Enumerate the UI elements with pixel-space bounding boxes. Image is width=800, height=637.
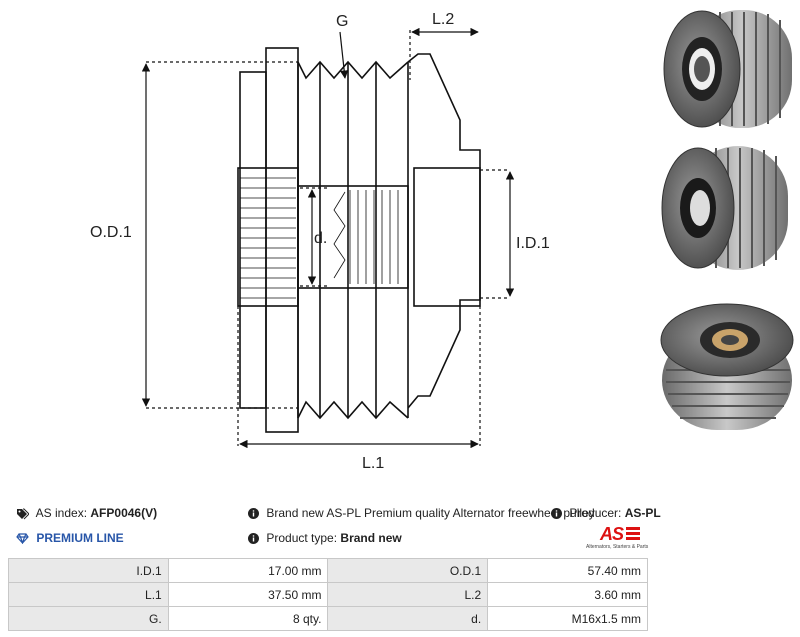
label-g: G: [336, 13, 348, 30]
producer-row: Producer: AS-PL: [551, 506, 661, 520]
spec-label: d.: [327, 606, 489, 631]
product-type-label: Product type:: [266, 531, 338, 545]
product-photo-angle: [661, 146, 788, 270]
description-text: Brand new AS-PL Premium quality Alternat…: [266, 506, 595, 520]
table-row: I.D.1 17.00 mm O.D.1 57.40 mm: [8, 558, 648, 583]
logo-mark: AS: [600, 524, 624, 544]
product-photo-back: [660, 303, 794, 430]
description-row: Brand new AS-PL Premium quality Alternat…: [248, 506, 595, 520]
info-icon: [551, 508, 562, 520]
drawing-back-flange: [239, 71, 267, 409]
premium-line-row: PREMIUM LINE: [16, 531, 124, 545]
label-od1: O.D.1: [90, 224, 132, 241]
diamond-icon: [16, 533, 29, 545]
product-type-value: Brand new: [340, 531, 402, 545]
technical-drawing: G L.2 O.D.1 d. I.D.1 L.1: [90, 11, 550, 472]
spec-value: 37.50 mm: [167, 582, 329, 607]
premium-line-label: PREMIUM LINE: [36, 531, 124, 545]
spec-value: 3.60 mm: [487, 582, 648, 607]
as-index-row: AS index: AFP0046(V): [16, 506, 157, 520]
drawing-thread-bore: [297, 185, 409, 289]
drawing-grooves-top: [297, 60, 409, 80]
product-photo-front: [663, 10, 792, 128]
label-id1: I.D.1: [516, 235, 550, 252]
spec-label: G.: [8, 606, 169, 631]
drawing-spline-hub: [237, 167, 299, 307]
drawing-front-flange: [265, 47, 299, 433]
logo-bars: [626, 527, 640, 541]
drawing-grooves-bottom: [297, 400, 409, 420]
spec-value: 17.00 mm: [167, 558, 329, 583]
product-photos: [660, 10, 794, 430]
spec-label: O.D.1: [327, 558, 489, 583]
spec-label: L.1: [8, 582, 169, 607]
info-icon: [248, 533, 259, 545]
spec-value: M16x1.5 mm: [487, 606, 648, 631]
drawing-bearing: [413, 167, 481, 307]
as-index-label: AS index:: [35, 506, 88, 520]
product-type-row: Product type: Brand new: [248, 531, 402, 545]
drawing-right-profile: [407, 53, 481, 409]
table-row: G. 8 qty. d. M16x1.5 mm: [8, 606, 648, 631]
tags-icon: [17, 508, 29, 520]
spec-table: I.D.1 17.00 mm O.D.1 57.40 mm L.1 37.50 …: [8, 558, 648, 631]
spec-value: 8 qty.: [167, 606, 329, 631]
info-icon: [248, 508, 259, 520]
label-l2: L.2: [432, 11, 454, 28]
table-row: L.1 37.50 mm L.2 3.60 mm: [8, 582, 648, 607]
producer-label: Producer:: [569, 506, 622, 520]
spec-label: I.D.1: [8, 558, 169, 583]
spec-label: L.2: [327, 582, 489, 607]
label-l1: L.1: [362, 455, 384, 472]
as-pl-logo: AS Alternators, Starters & Parts: [586, 524, 650, 554]
logo-tagline: Alternators, Starters & Parts: [586, 544, 649, 550]
as-index-value: AFP0046(V): [90, 506, 158, 520]
producer-value: AS-PL: [624, 506, 661, 520]
g-leader-line: [339, 31, 349, 79]
spec-value: 57.40 mm: [487, 558, 648, 583]
label-d: d.: [314, 230, 327, 247]
